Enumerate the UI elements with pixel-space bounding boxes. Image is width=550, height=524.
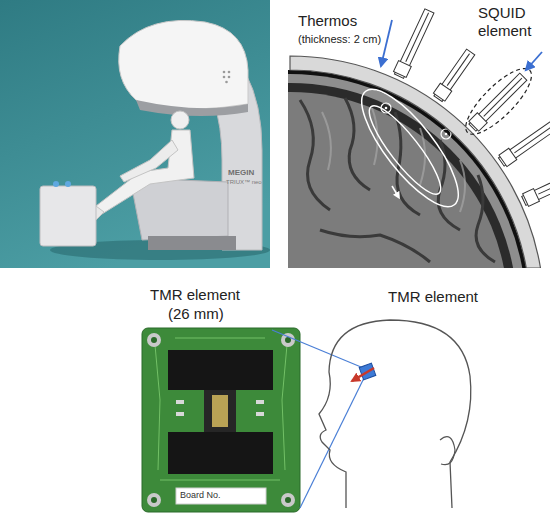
dot	[223, 76, 226, 79]
zoom-line	[272, 330, 361, 367]
dimension-note: (26 mm)	[168, 305, 224, 323]
trace	[160, 480, 280, 481]
cabinet-light	[65, 181, 71, 187]
sensor-helmet	[119, 20, 248, 109]
part-name: TMR element	[150, 286, 240, 304]
squid-element	[497, 115, 550, 168]
mounting-hole	[147, 493, 161, 507]
squid-element	[393, 8, 436, 79]
squid-wire	[514, 122, 550, 153]
head-sketch	[272, 320, 471, 508]
sulcus	[345, 98, 370, 190]
gyrus	[460, 160, 465, 212]
chair-base	[148, 236, 236, 250]
squid-wire	[406, 13, 429, 62]
person-arm	[120, 140, 178, 182]
part-name: TMR element	[388, 288, 478, 306]
tmr-board-photo	[142, 328, 300, 512]
mounting-holes	[147, 333, 295, 507]
dot	[228, 71, 231, 74]
dimension-note: (thickness: 2 cm)	[298, 33, 381, 46]
circuit-board	[142, 328, 300, 512]
dot	[223, 71, 226, 74]
squid-pointer	[526, 52, 542, 70]
zoom-line	[300, 378, 364, 508]
dot	[228, 76, 231, 79]
board-number-plate	[176, 488, 266, 504]
dot	[225, 81, 228, 84]
squid-wire	[538, 171, 550, 194]
field-arrow	[392, 186, 398, 196]
trace	[175, 338, 265, 339]
squid-element	[521, 164, 550, 207]
smd-part	[256, 412, 264, 416]
smd-part	[176, 400, 184, 404]
sulcus	[476, 175, 495, 262]
pickup-coil	[469, 113, 487, 131]
thermos-pointer	[381, 20, 392, 66]
part-name: SQUID element	[478, 4, 540, 40]
helmet-rim	[136, 100, 248, 116]
squid-wire	[447, 54, 469, 86]
hole-center	[151, 497, 157, 503]
pickup-coil	[433, 83, 451, 101]
current-marker	[381, 103, 391, 113]
head-outline	[319, 320, 471, 508]
sensor-body	[204, 390, 236, 432]
squid-element	[432, 48, 476, 103]
pickup-coil	[394, 61, 412, 78]
highlight-ellipse	[457, 60, 540, 143]
meg-device-photo	[0, 0, 270, 268]
current-marker-dot	[445, 133, 448, 136]
trace	[282, 345, 287, 470]
pickup-coil	[499, 148, 517, 166]
squid-diagram	[284, 8, 550, 268]
squid-tube	[394, 9, 433, 78]
pickup-coil	[523, 189, 540, 207]
ear	[440, 437, 455, 465]
smd-part	[256, 400, 264, 404]
board-traces	[155, 338, 287, 480]
sulci	[300, 98, 495, 262]
squid-tube	[434, 49, 475, 101]
squid-tube	[498, 117, 550, 166]
current-marker-dot	[385, 107, 388, 110]
brain	[288, 92, 508, 268]
hole-center	[285, 497, 291, 503]
brand-mark: MEGIN	[228, 168, 254, 178]
hole-center	[151, 337, 157, 343]
person-body	[96, 130, 194, 214]
part-name: Thermos	[298, 12, 357, 30]
speaker-dots	[223, 71, 231, 84]
squid-tube	[522, 166, 550, 205]
person-head	[171, 111, 189, 129]
sulcus	[300, 100, 330, 210]
cabinet-light	[53, 181, 59, 187]
flux-guide	[168, 432, 273, 474]
mounting-hole	[281, 493, 295, 507]
sulcus	[320, 230, 430, 262]
photo-background	[0, 0, 270, 268]
mri-image	[288, 48, 550, 268]
field-direction-arrow	[352, 368, 374, 381]
gyrus	[322, 112, 331, 170]
squid-wire	[484, 78, 522, 116]
board-marking: Board No.	[180, 490, 221, 501]
stimulus-cabinet	[40, 186, 96, 246]
flux-guide	[168, 350, 273, 390]
squid-element	[467, 72, 528, 133]
gyrus	[420, 128, 425, 185]
smd-part	[176, 412, 184, 416]
tmr-chip	[212, 395, 228, 427]
trace	[155, 345, 160, 470]
smd-parts	[176, 400, 264, 416]
model-mark: TRIUX™ neo	[226, 179, 262, 186]
mri-clip	[284, 48, 550, 268]
mounting-hole	[147, 333, 161, 347]
